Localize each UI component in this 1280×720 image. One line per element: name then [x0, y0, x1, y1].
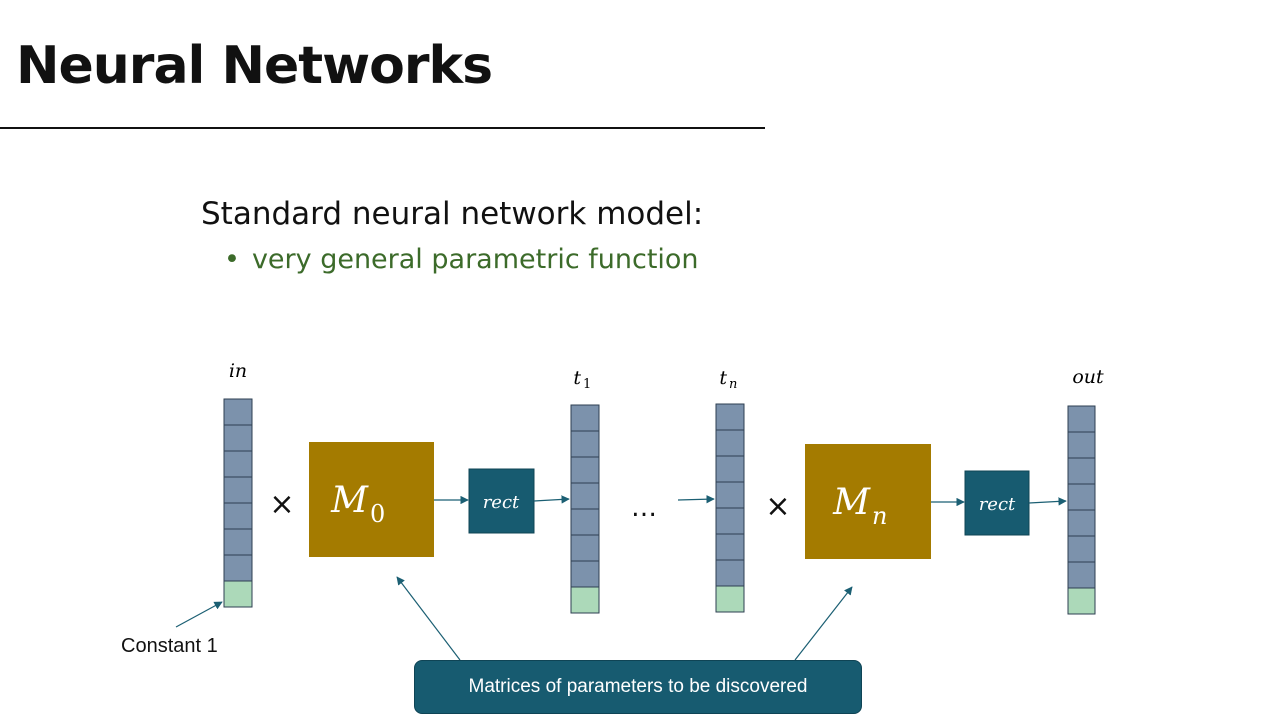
- bias-cell: [1067, 587, 1096, 615]
- vector-cell: [1067, 561, 1096, 589]
- rect-activation-0: [468, 468, 535, 534]
- vector-cell: [1067, 431, 1096, 459]
- vector-cell: [570, 534, 600, 562]
- bias-cell: [223, 580, 253, 608]
- slide-title: Neural Networks: [16, 36, 493, 96]
- vector-cell: [1067, 509, 1096, 537]
- vector-cell: [715, 533, 745, 561]
- arrow-into-tn: [677, 495, 715, 504]
- parameters-callout: Matrices of parameters to be discovered: [414, 660, 862, 714]
- label-tn-subscript: n: [729, 377, 737, 392]
- vector-cell: [223, 502, 253, 530]
- bullet-item: • very general parametric function: [224, 244, 699, 275]
- label-t1-subscript: 1: [583, 377, 591, 392]
- matrix-mn-label: M: [832, 482, 871, 523]
- bias-cell: [715, 585, 745, 613]
- hidden-vector-tn: [715, 403, 745, 613]
- rect-activation-n: [964, 470, 1030, 536]
- label-out: out: [1072, 366, 1104, 388]
- vector-cell: [570, 456, 600, 484]
- vector-cell: [223, 424, 253, 452]
- hidden-vector-t1: [570, 404, 600, 614]
- multiply-symbol-0: ×: [269, 487, 294, 522]
- vector-cell: [715, 403, 745, 431]
- rect-activation-n-label: rect: [979, 494, 1016, 515]
- label-t1: t: [573, 367, 581, 389]
- output-vector: [1067, 405, 1096, 615]
- label-in: in: [229, 360, 247, 382]
- vector-cell: [715, 481, 745, 509]
- vector-cell: [1067, 405, 1096, 433]
- vector-cell: [223, 528, 253, 556]
- multiply-symbol-n: ×: [765, 489, 790, 524]
- arrow-constant-pointer: [175, 601, 223, 628]
- arrow-callout-to-m0: [396, 576, 461, 661]
- vector-cell: [1067, 483, 1096, 511]
- arrow-callout-to-mn: [794, 586, 853, 661]
- matrix-m0-subscript: 0: [370, 500, 385, 528]
- vector-cell: [223, 476, 253, 504]
- vector-cell: [223, 398, 253, 426]
- input-vector: [223, 398, 253, 608]
- bias-cell: [570, 586, 600, 614]
- arrow-rect-to-out: [1028, 497, 1067, 506]
- matrix-mn-subscript: n: [872, 502, 887, 530]
- label-tn: t: [719, 367, 727, 389]
- vector-cell: [570, 404, 600, 432]
- vector-cell: [223, 554, 253, 582]
- vector-cell: [715, 559, 745, 587]
- vector-cell: [715, 429, 745, 457]
- bullet-marker: •: [224, 244, 240, 275]
- vector-cell: [1067, 457, 1096, 485]
- vector-cell: [1067, 535, 1096, 563]
- vector-cell: [223, 450, 253, 478]
- ellipsis: …: [631, 493, 657, 523]
- vector-cell: [570, 482, 600, 510]
- arrow-rect-to-t1: [533, 495, 570, 504]
- vector-cell: [570, 430, 600, 458]
- matrix-m0-label: M: [330, 480, 369, 521]
- rect-activation-0-label: rect: [483, 492, 520, 513]
- vector-cell: [715, 455, 745, 483]
- vector-cell: [570, 560, 600, 588]
- title-underline: [0, 127, 765, 129]
- bullet-text: very general parametric function: [251, 244, 699, 275]
- constant-label: Constant 1: [121, 635, 218, 657]
- matrix-mn: [805, 444, 931, 559]
- vector-cell: [570, 508, 600, 536]
- model-heading: Standard neural network model:: [201, 196, 704, 232]
- matrix-m0: [309, 442, 434, 557]
- vector-cell: [715, 507, 745, 535]
